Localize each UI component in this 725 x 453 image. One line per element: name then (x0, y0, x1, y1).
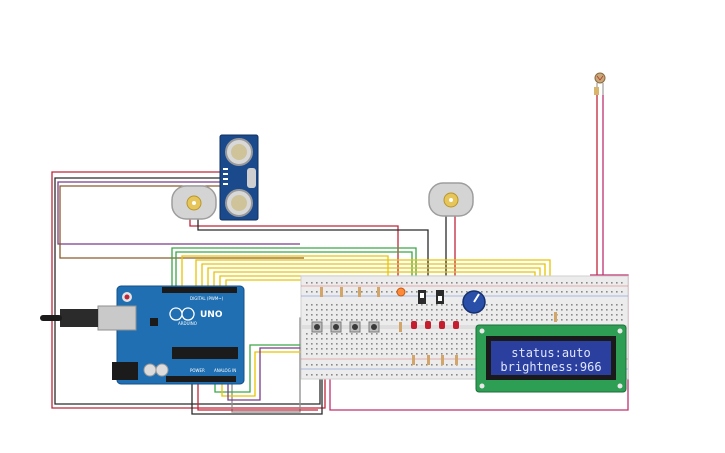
wire-green-2[interactable] (175, 251, 413, 296)
wire-yellow-a[interactable] (221, 351, 360, 397)
arduino-logo-icon (169, 307, 195, 321)
arduino-digital-header-label: DIGITAL (PWM~) (190, 296, 224, 301)
lcd-line-1: status:auto (511, 346, 590, 360)
wire-red-sensor[interactable] (51, 171, 326, 409)
arduino-analog-header-label: ANALOG IN (214, 368, 236, 373)
wire-purple-a[interactable] (227, 347, 348, 401)
wire-black-motor1[interactable] (197, 218, 429, 292)
photoresistor-icon[interactable] (594, 72, 606, 95)
wire-black-a[interactable] (191, 372, 323, 415)
wire-red-a[interactable] (197, 383, 318, 411)
wire-purple-sensor[interactable] (57, 181, 300, 245)
potentiometer-icon[interactable] (462, 290, 486, 314)
red-leds[interactable] (411, 321, 459, 329)
power-jack-icon[interactable] (112, 362, 138, 380)
usb-connector-icon[interactable] (40, 305, 137, 331)
arduino-brand-label: ARDUINO (178, 321, 197, 326)
wire-magenta-lcd[interactable] (329, 274, 629, 411)
dc-motor-2-icon[interactable] (428, 182, 474, 217)
resistor-icon[interactable] (320, 287, 557, 365)
wire-green-a[interactable] (214, 344, 340, 393)
slide-switch-icon[interactable] (418, 290, 444, 304)
arduino-uno-board[interactable]: UNO ARDUINO DIGITAL (PWM~) POWER ANALOG … (116, 285, 245, 385)
wire-red-motor1[interactable] (189, 218, 399, 288)
lcd-line-2: brightness:966 (500, 360, 601, 374)
arduino-model-label: UNO (200, 310, 223, 320)
pushbutton-icon[interactable] (311, 321, 380, 333)
wire-black-sensor[interactable] (54, 177, 321, 405)
ultrasonic-sensor-icon[interactable] (219, 134, 259, 221)
led-icon[interactable] (396, 287, 406, 297)
arduino-power-header-label: POWER (190, 368, 205, 373)
dc-motor-icon[interactable] (171, 185, 217, 220)
lcd-module[interactable]: status:auto brightness:966 (475, 324, 627, 393)
